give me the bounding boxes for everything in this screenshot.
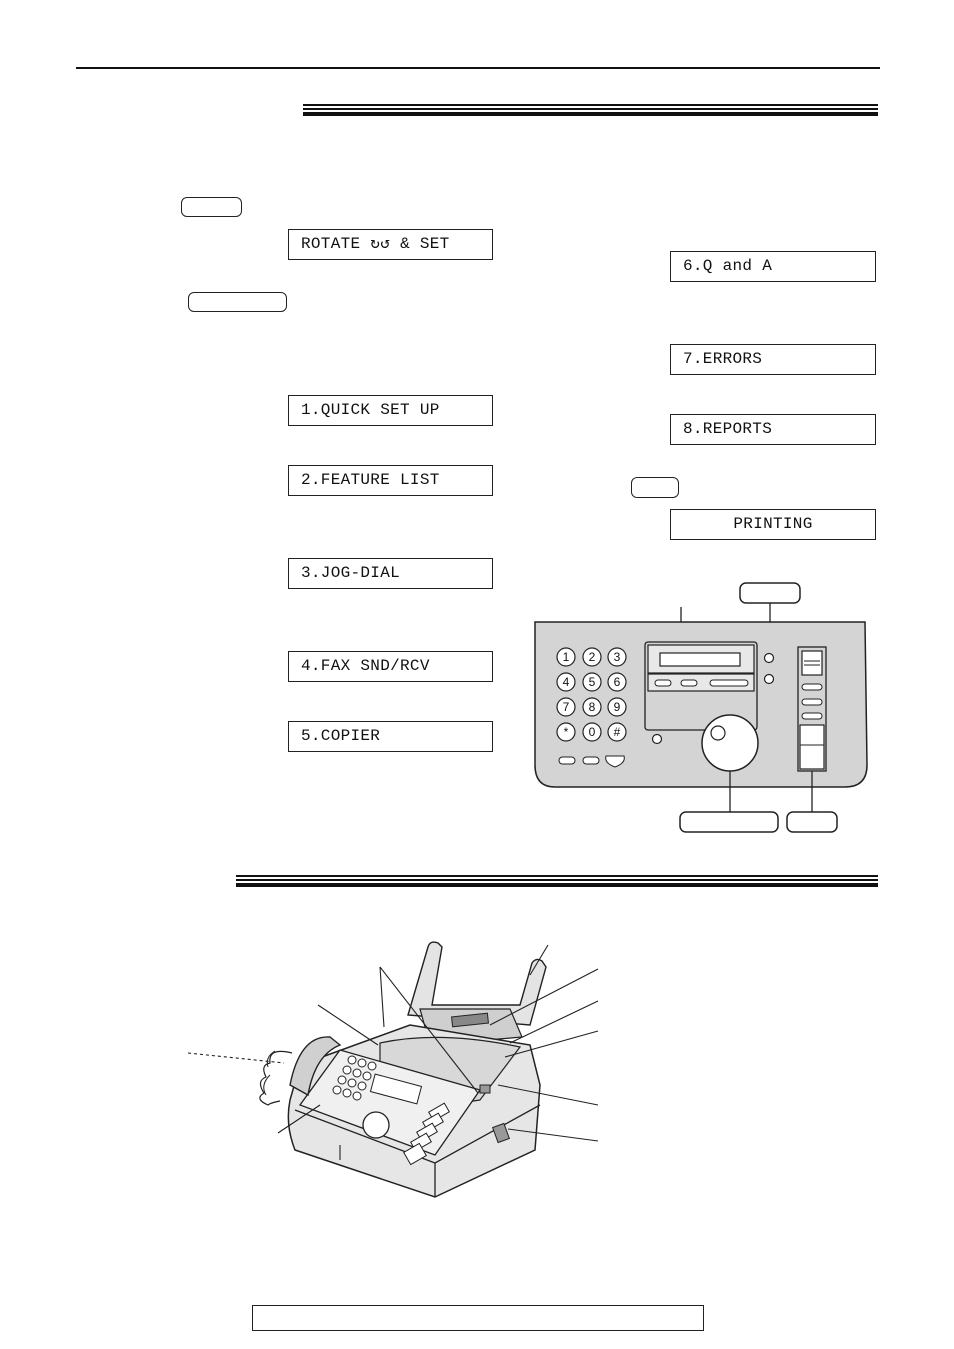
- svg-text:#: #: [614, 725, 621, 739]
- svg-text:7: 7: [563, 700, 570, 714]
- lcd-fax-snd-rcv: 4.FAX SND/RCV: [288, 651, 493, 682]
- lcd-jog-dial: 3.JOG-DIAL: [288, 558, 493, 589]
- header-rule: [76, 67, 880, 69]
- svg-text:3: 3: [614, 650, 621, 664]
- svg-text:*: *: [564, 725, 569, 739]
- svg-text:0: 0: [589, 725, 596, 739]
- fax-machine-illustration: [187, 941, 599, 1198]
- svg-text:4: 4: [563, 675, 570, 689]
- svg-text:2: 2: [589, 650, 596, 664]
- lcd-reports: 8.REPORTS: [670, 414, 876, 445]
- section-heading-bar-2: [236, 875, 878, 887]
- svg-text:8: 8: [589, 700, 596, 714]
- section-heading-bar-1: [303, 104, 878, 116]
- svg-text:5: 5: [589, 675, 596, 689]
- lcd-quick-set-up: 1.QUICK SET UP: [288, 395, 493, 426]
- svg-text:9: 9: [614, 700, 621, 714]
- svg-text:1: 1: [563, 650, 570, 664]
- lcd-rotate-set: ROTATE ↻↺ & SET: [288, 229, 493, 260]
- svg-text:6: 6: [614, 675, 621, 689]
- footer-box: [252, 1305, 704, 1331]
- lcd-copier: 5.COPIER: [288, 721, 493, 752]
- lcd-q-and-a: 6.Q and A: [670, 251, 876, 282]
- lcd-feature-list: 2.FEATURE LIST: [288, 465, 493, 496]
- set-button[interactable]: [631, 477, 679, 498]
- lcd-printing: PRINTING: [670, 509, 876, 540]
- control-panel-illustration: 1 2 3 4 5 6 7 8 9 * 0 #: [534, 582, 868, 833]
- lcd-errors: 7.ERRORS: [670, 344, 876, 375]
- menu-button[interactable]: [181, 197, 242, 217]
- jog-dial-button[interactable]: [188, 292, 287, 312]
